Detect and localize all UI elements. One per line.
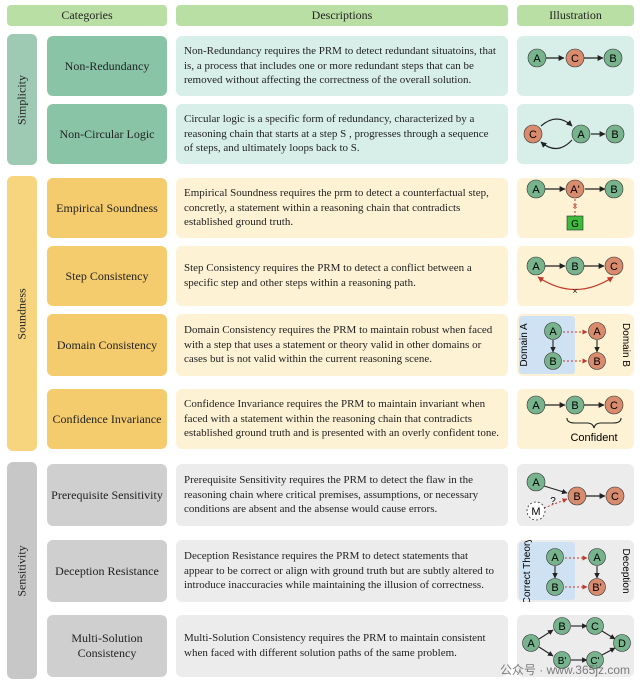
watermark: 公众号 · www.365jz.com (499, 663, 630, 677)
domain-b-label: Domain B (620, 323, 631, 367)
node-b-label: B (611, 129, 618, 141)
node-a-label: A (532, 477, 540, 489)
node-a-label: A (593, 326, 601, 338)
node-b-label: B (558, 621, 565, 633)
node-a-label: A (577, 129, 585, 141)
node-b-label: B (551, 582, 558, 594)
confidence-invariance-diagram: A B C Confident (526, 395, 624, 444)
node-b-prime-label: B' (558, 656, 567, 667)
group-simplicity-label: Simplicity (14, 74, 29, 125)
illustration-confidence-invariance: A B C Confident (517, 389, 634, 449)
deception-resistance-diagram: Correct Theory Deception A B A B' (519, 540, 631, 602)
node-a-label: A (549, 326, 557, 338)
node-m-label: M (531, 506, 540, 518)
node-c-label: C (591, 621, 599, 633)
illustration-prerequisite-sensitivity: ? A M B C (517, 464, 634, 526)
node-b-label: B (571, 400, 578, 412)
prerequisite-sensitivity-diagram: ? A M B C (526, 472, 625, 521)
node-b-label: B (549, 356, 556, 368)
category-confidence-invariance: Confidence Invariance (47, 389, 167, 449)
category-multi-solution-consistency: Multi-Solution Consistency (47, 615, 167, 677)
description-prerequisite-sensitivity: Prerequisite Sensitivity requires the PR… (176, 464, 508, 526)
category-prerequisite-sensitivity: Prerequisite Sensitivity (47, 464, 167, 526)
illustration-non-redundancy: A C B (517, 36, 634, 96)
group-simplicity: Simplicity (7, 34, 37, 165)
step-consistency-diagram: × A B C (526, 256, 624, 296)
category-step-consistency: Step Consistency (47, 246, 167, 306)
description-non-redundancy: Non-Redundancy requires the PRM to detec… (176, 36, 508, 96)
domain-a-label: Domain A (519, 323, 530, 367)
deception-label: Deception (620, 548, 631, 593)
node-a-label: A (533, 53, 541, 65)
illustration-non-circular-logic: C A B (517, 104, 634, 164)
node-c-label: C (611, 491, 619, 503)
domain-consistency-diagram: Domain A Domain B A B A B (519, 316, 631, 374)
non-redundancy-diagram: A C B (527, 48, 623, 68)
illustration-deception-resistance: Correct Theory Deception A B A B' (517, 540, 634, 602)
description-multi-solution-consistency: Multi-Solution Consistency requires the … (176, 615, 508, 677)
description-domain-consistency: Domain Consistency requires the PRM to m… (176, 314, 508, 376)
description-empirical-soundness: Empirical Soundness requires the prm to … (176, 178, 508, 238)
multi-solution-diagram: A B B' C C' D (522, 617, 631, 669)
node-c-label: C (571, 53, 579, 65)
node-d-label: D (618, 638, 626, 650)
header-descriptions: Descriptions (176, 5, 508, 26)
group-sensitivity: Sensitivity (7, 462, 37, 679)
question-mark: ? (550, 496, 556, 507)
node-c-label: C (610, 400, 618, 412)
illustration-empirical-soundness: × A A' B G (517, 178, 634, 238)
category-non-circular-logic: Non-Circular Logic (47, 104, 167, 164)
node-a-label: A (593, 552, 601, 564)
ground-truth-label: G (571, 219, 579, 230)
description-confidence-invariance: Confidence Invariance requires the PRM t… (176, 389, 508, 449)
description-deception-resistance: Deception Resistance requires the PRM to… (176, 540, 508, 602)
illustration-domain-consistency: Domain A Domain B A B A B (517, 314, 634, 376)
node-a-label: A (532, 261, 540, 273)
header-illustration: Illustration (517, 5, 634, 26)
node-c-prime-label: C' (590, 656, 599, 667)
description-non-circular-logic: Circular logic is a specific form of red… (176, 104, 508, 164)
cross-mark: × (572, 286, 577, 296)
confident-label: Confident (570, 432, 617, 444)
node-b-label: B (609, 53, 616, 65)
cross-mark: × (572, 201, 577, 211)
category-empirical-soundness: Empirical Soundness (47, 178, 167, 238)
node-b-label: B (571, 261, 578, 273)
non-circular-diagram: C A B (523, 118, 625, 150)
node-b-label: B (573, 491, 580, 503)
node-b-label: B (610, 184, 617, 196)
category-domain-consistency: Domain Consistency (47, 314, 167, 376)
group-soundness: Soundness (7, 176, 37, 451)
header-categories: Categories (7, 5, 167, 26)
node-c-label: C (529, 129, 537, 141)
illustration-multi-solution-consistency: A B B' C C' D (517, 615, 634, 677)
node-b-prime-label: B' (592, 582, 601, 594)
illustration-step-consistency: × A B C (517, 246, 634, 306)
node-a-label: A (527, 638, 535, 650)
node-c-label: C (610, 261, 618, 273)
category-non-redundancy: Non-Redundancy (47, 36, 167, 96)
group-sensitivity-label: Sensitivity (14, 544, 29, 597)
node-a-label: A (532, 184, 540, 196)
node-a-prime-label: A' (570, 184, 579, 196)
group-soundness-label: Soundness (14, 287, 29, 340)
node-a-label: A (551, 552, 559, 564)
node-a-label: A (532, 400, 540, 412)
correct-theory-label: Correct Theory (522, 540, 533, 602)
category-deception-resistance: Deception Resistance (47, 540, 167, 602)
description-step-consistency: Step Consistency requires the PRM to det… (176, 246, 508, 306)
empirical-soundness-diagram: × A A' B G (526, 179, 624, 231)
node-b-label: B (593, 356, 600, 368)
